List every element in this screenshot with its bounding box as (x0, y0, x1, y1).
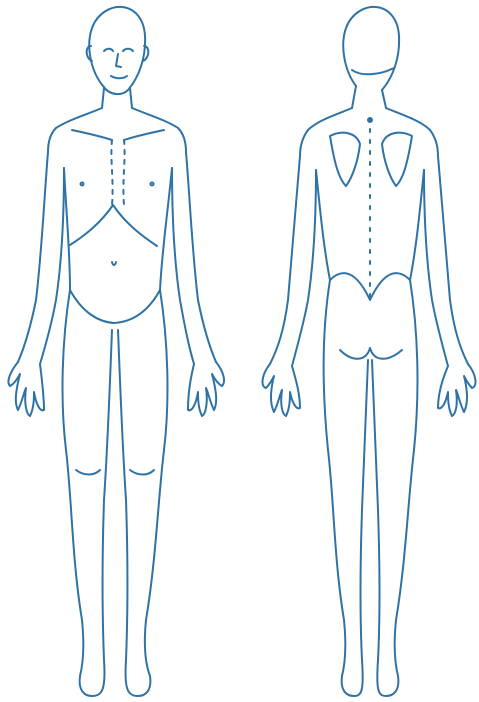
back-left-hand (263, 364, 300, 416)
front-left-leg-inner (103, 330, 113, 660)
front-head (89, 7, 145, 94)
front-view (8, 7, 224, 696)
front-torso-right (160, 168, 172, 290)
front-left-leg-outer (63, 290, 84, 676)
back-right-hand (438, 364, 475, 416)
front-right-arm-outer (186, 152, 216, 362)
back-head (343, 7, 399, 90)
front-mouth (111, 76, 127, 78)
front-right-knee (130, 470, 154, 475)
front-left-hand (8, 362, 44, 416)
back-right-leg-outer (395, 280, 418, 676)
back-right-leg-inner (372, 360, 380, 660)
front-neck-right (130, 88, 132, 108)
front-sternum (111, 140, 112, 205)
front-left-eye (104, 49, 113, 51)
back-torso-left (316, 170, 330, 280)
back-view (263, 7, 476, 696)
front-right-nipple (151, 183, 154, 186)
front-pelvis (70, 290, 160, 323)
front-right-eye (123, 49, 133, 51)
front-left-knee (76, 470, 100, 475)
back-left-scapula (330, 133, 360, 186)
back-buttocks (340, 348, 402, 359)
front-nose (116, 54, 121, 67)
back-right-shoulder (386, 108, 438, 156)
back-right-arm-outer (438, 156, 468, 364)
front-left-arm-outer (18, 152, 48, 362)
back-hairline (352, 68, 394, 74)
front-left-nipple (81, 183, 84, 186)
back-left-arm-outer (270, 156, 300, 364)
front-right-arm-inner (172, 168, 194, 364)
front-right-shoulder (132, 108, 186, 152)
front-right-leg-outer (145, 290, 168, 676)
back-right-scapula (382, 133, 412, 186)
back-torso-right (410, 170, 424, 280)
back-neck-left (352, 86, 356, 108)
back-neck-right (382, 90, 386, 108)
front-ribcage (70, 205, 157, 246)
back-left-leg-inner (361, 360, 369, 660)
front-left-arm-inner (40, 168, 64, 364)
front-right-leg-inner (118, 330, 128, 660)
front-torso-left (64, 168, 70, 290)
front-left-clavicle (72, 130, 112, 140)
front-sternum-right (123, 140, 124, 205)
back-right-arm-inner (424, 170, 448, 366)
front-right-clavicle (124, 130, 164, 140)
back-left-leg-outer (324, 280, 346, 676)
front-left-foot (80, 660, 105, 696)
front-right-hand (188, 362, 224, 416)
front-navel (112, 262, 116, 265)
front-neck-left (102, 88, 104, 108)
